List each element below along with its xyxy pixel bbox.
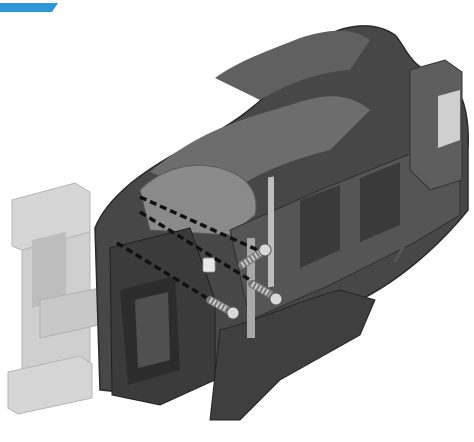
- screw-1: [238, 243, 272, 269]
- rear-pin: [393, 234, 412, 263]
- screw-2: [248, 280, 283, 306]
- corner-accent-tab: [0, 0, 60, 18]
- screw-3: [206, 296, 240, 320]
- support-stand: [7, 182, 131, 415]
- vehicle-body: [94, 25, 469, 421]
